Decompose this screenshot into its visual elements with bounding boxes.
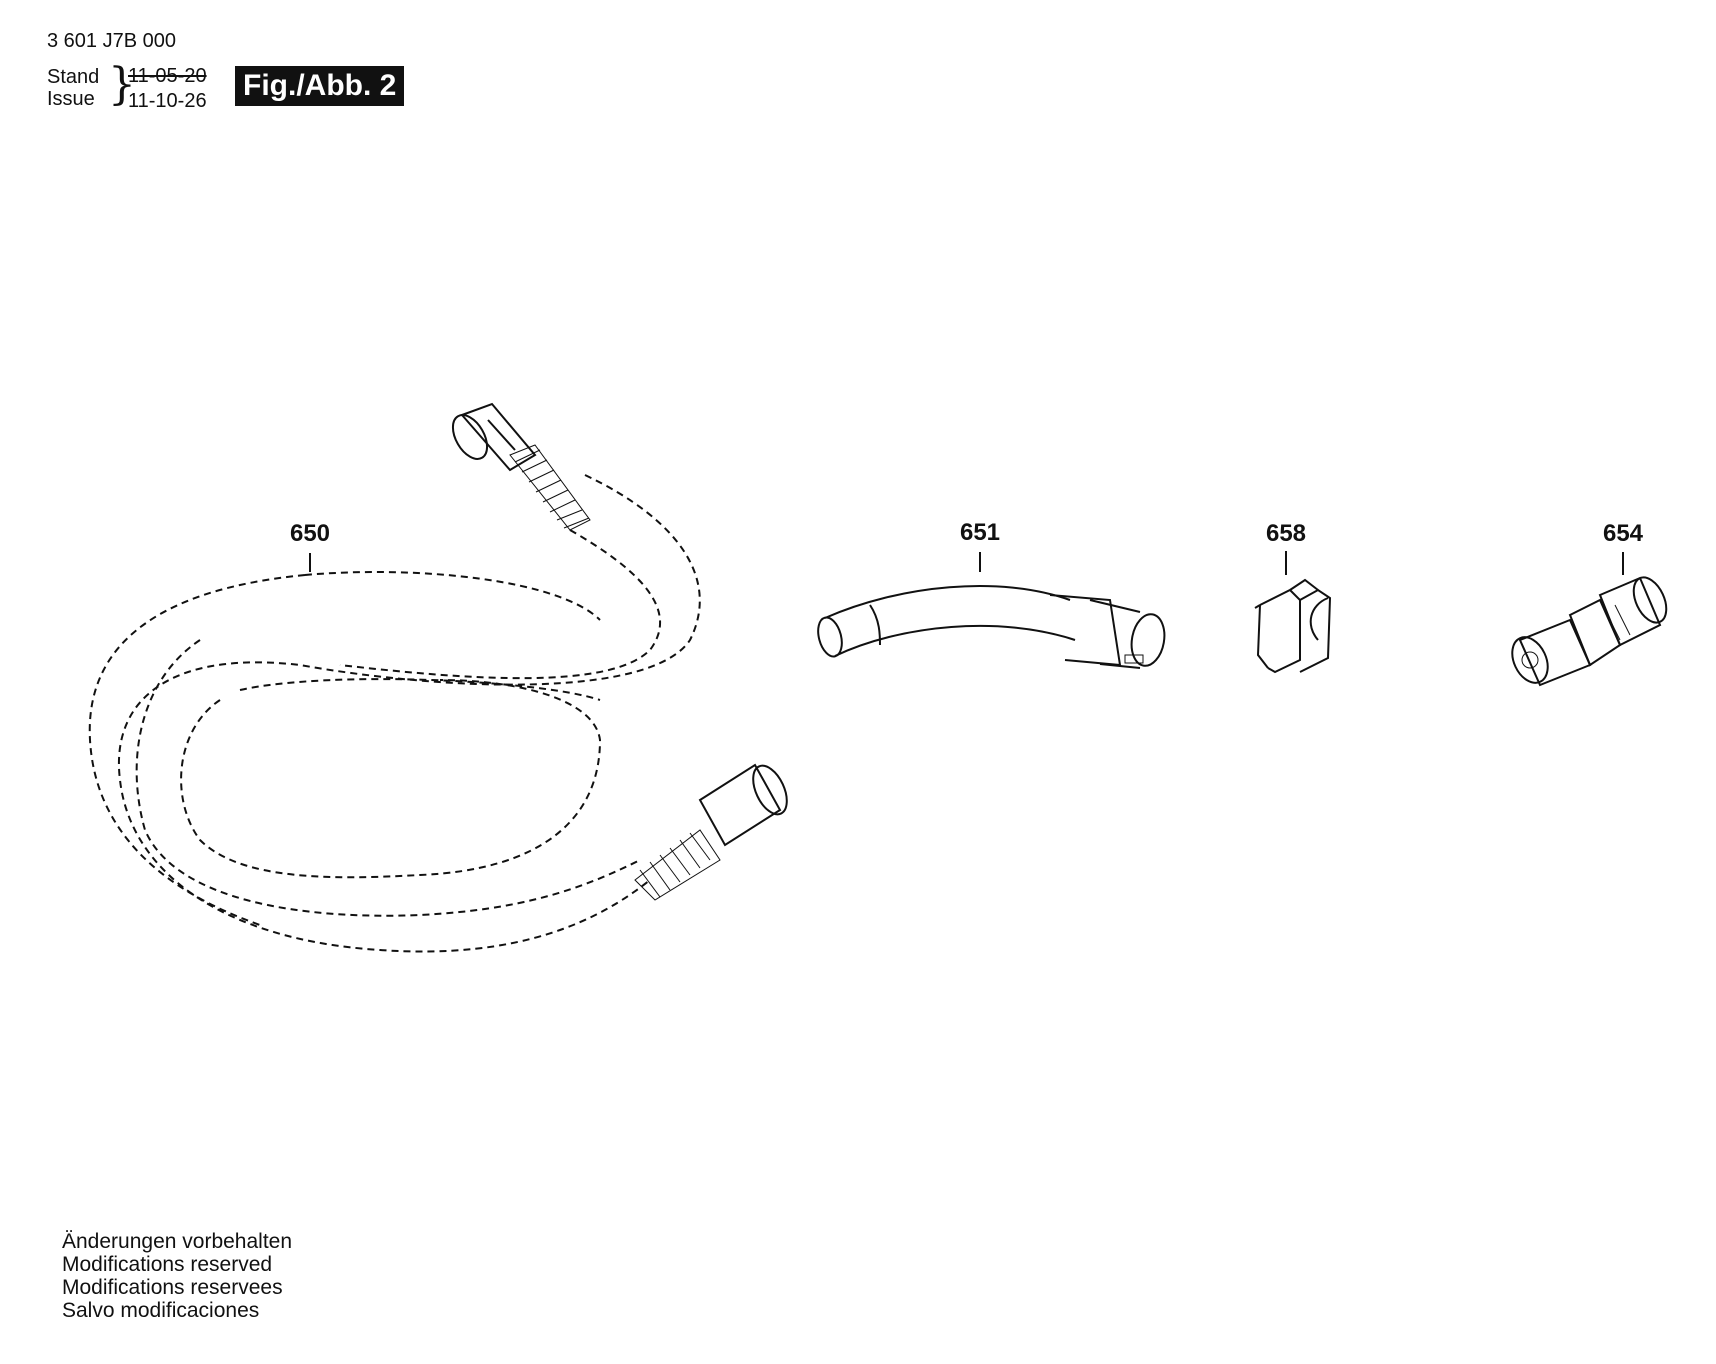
elbow-651 (817, 585, 1166, 669)
footer-line-en: Modifications reserved (62, 1253, 273, 1276)
stand-label: Stand (47, 66, 100, 88)
callout-651: 651 (959, 519, 1001, 546)
stand-date: 11-05-20 (128, 65, 207, 87)
hose-coil (88, 474, 701, 953)
footer-notes: Änderungen vorbehalten Modifications res… (62, 1230, 292, 1322)
clip-658 (1254, 578, 1332, 674)
figure-label: Fig./Abb. 2 (235, 66, 405, 106)
issue-date: 11-10-26 (128, 90, 207, 112)
hose-650 (88, 402, 788, 953)
footer-line-es: Salvo modificaciones (62, 1299, 260, 1322)
part-number: 3 601 J7B 000 (47, 30, 176, 52)
issue-label: Issue (47, 88, 95, 110)
adapter-654 (1511, 576, 1668, 687)
footer-line-fr: Modifications reservees (62, 1276, 283, 1299)
footer-line-de: Änderungen vorbehalten (62, 1230, 293, 1253)
callout-658: 658 (1265, 520, 1307, 547)
callout-650: 650 (289, 520, 331, 547)
callout-654: 654 (1602, 520, 1644, 547)
brace-icon: } (108, 59, 136, 110)
hose-bottom-cuff (634, 763, 788, 901)
hose-top-cuff (451, 402, 591, 531)
